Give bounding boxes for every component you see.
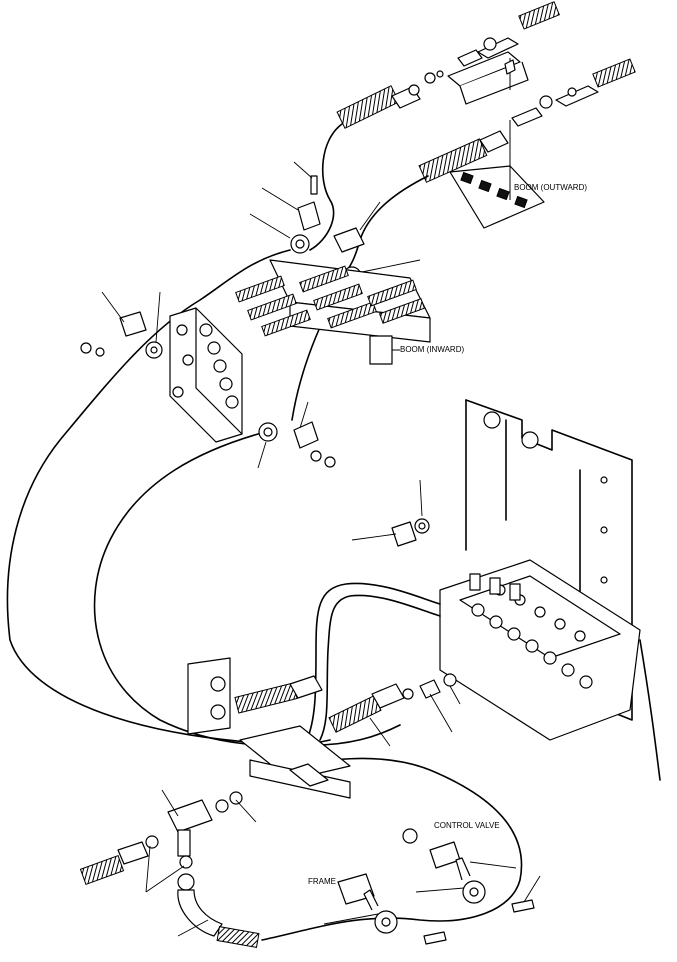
nut-left — [80, 342, 92, 354]
clamp-right — [333, 227, 365, 253]
label-boom-inward: BOOM (INWARD) — [400, 345, 464, 354]
bracket-upper — [447, 51, 529, 105]
clamp-lower-left — [258, 421, 336, 468]
hose-end-upper — [336, 84, 421, 129]
boom-inward-block — [235, 259, 431, 365]
coupler-right-mid — [511, 58, 636, 127]
left-manifold — [80, 307, 243, 443]
hose-2 — [344, 175, 429, 273]
hose-lines — [6, 123, 523, 941]
label-boom-outward: BOOM (OUTWARD) — [514, 183, 587, 192]
lower-bracket — [239, 725, 351, 799]
control-valve-clamp — [402, 828, 535, 913]
tee-fitting — [79, 791, 260, 948]
top-fittings-assembly: BOOM (OUTWARD) — [336, 1, 636, 229]
hose-end-lower — [418, 130, 509, 183]
boom-outward-block — [449, 120, 545, 229]
clamp-upper-left — [119, 311, 147, 337]
clamp-left — [297, 201, 321, 231]
label-control-valve: CONTROL VALVE — [434, 821, 500, 830]
hose-end-middle — [328, 673, 457, 733]
steel-pipe — [305, 582, 441, 743]
control-valve-body — [439, 559, 641, 741]
hose-6 — [261, 757, 523, 941]
mount-plate — [187, 657, 323, 735]
leader-lines — [101, 161, 541, 937]
hose-5 — [93, 431, 331, 747]
frame-clamp — [337, 873, 447, 945]
coupler-upper-right — [424, 1, 560, 84]
bolt-top — [310, 175, 318, 195]
label-frame: FRAME — [308, 877, 336, 886]
valve-plug — [391, 518, 430, 547]
hose-1 — [309, 123, 343, 251]
